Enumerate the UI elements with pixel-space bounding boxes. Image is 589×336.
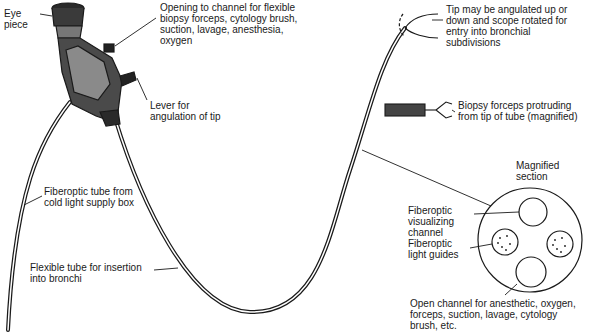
angulation-lever: [120, 72, 136, 86]
leader-line: [40, 14, 52, 16]
light-guide-right: [547, 231, 573, 257]
leader-line: [24, 196, 42, 205]
callout-label: Flexible tube for insertion into bronchi: [30, 262, 152, 284]
leader-line: [115, 18, 156, 46]
leader-line: [137, 78, 147, 100]
forceps-tube: [385, 104, 425, 116]
callout-label: Open channel for anesthetic, oxygen, for…: [410, 298, 582, 331]
tip-down: [405, 28, 438, 38]
fiber-dots: [497, 235, 566, 253]
callout-label: Biopsy forceps protruding from tip of tu…: [458, 100, 582, 122]
callout-label: Opening to channel for flexible biopsy f…: [160, 2, 302, 46]
callout-label: Fiberoptic visualizing channel: [408, 205, 472, 238]
magnify-callout-line: [362, 150, 491, 206]
magnified-section: [478, 188, 582, 292]
forceps-jaws: [436, 102, 452, 118]
handle-body: [58, 38, 122, 120]
leader-line: [505, 284, 517, 295]
leader-lines: [24, 14, 519, 295]
biopsy-forceps: [385, 102, 452, 118]
callout-label: Magnified section: [516, 160, 582, 182]
channel-port: [104, 44, 114, 52]
scope-handle: [52, 3, 136, 126]
tip-detail: [399, 14, 438, 38]
flexible-tube-core: [115, 28, 405, 312]
callout-label: Lever for angulation of tip: [150, 100, 228, 122]
tip-up: [405, 14, 438, 28]
leader-line: [432, 20, 443, 21]
tube-section: [478, 188, 582, 292]
callout-label: Eye piece: [4, 8, 40, 30]
visualizing-channel: [519, 198, 547, 226]
handle-panel: [66, 46, 110, 100]
callout-label: Tip may be angulated up or down and scop…: [446, 4, 584, 48]
tube-collar: [100, 110, 120, 126]
forceps-shaft: [425, 109, 436, 110]
light-cable: [8, 102, 70, 330]
flexible-tube: [115, 28, 405, 312]
light-cable-core: [8, 102, 70, 330]
leader-line: [474, 212, 519, 214]
leader-line: [470, 244, 492, 248]
eyepiece-ring: [56, 26, 82, 38]
leader-line: [154, 268, 178, 270]
light-guide-left: [492, 229, 518, 255]
callout-label: Fiberoptic tube from cold light supply b…: [44, 186, 148, 208]
callout-label: Fiberoptic light guides: [408, 238, 472, 260]
eyepiece: [52, 8, 84, 26]
tip-bend: [399, 14, 404, 36]
open-channel: [516, 257, 546, 287]
leader-line: [452, 110, 455, 112]
